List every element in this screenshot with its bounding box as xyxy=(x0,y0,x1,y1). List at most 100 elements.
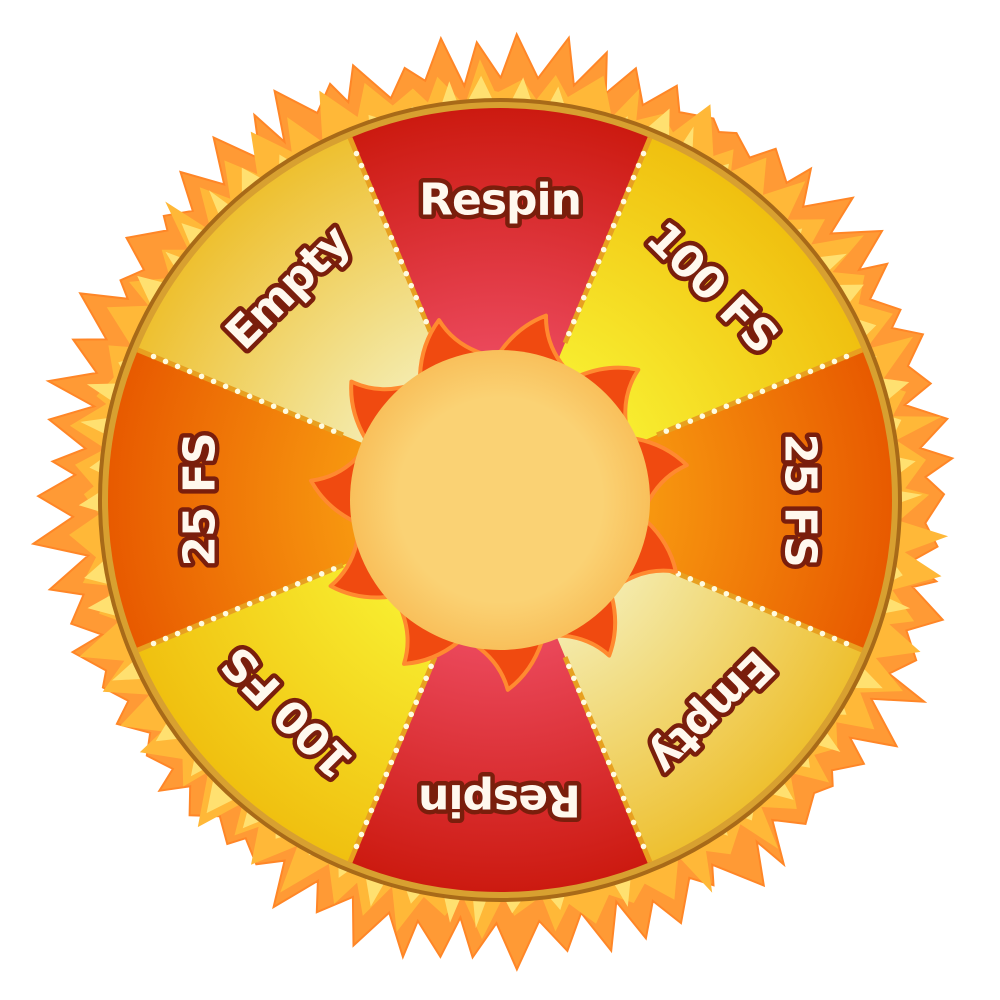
light-dot xyxy=(605,234,612,241)
light-dot xyxy=(388,234,395,241)
light-dot xyxy=(819,363,826,370)
light-dot xyxy=(625,807,632,814)
light-dot xyxy=(388,759,395,766)
light-dot xyxy=(198,620,205,627)
light-dot xyxy=(408,711,415,718)
light-dot xyxy=(306,418,313,424)
light-dot xyxy=(363,174,370,181)
light-dot xyxy=(210,378,217,385)
light-dot xyxy=(687,418,694,424)
light-dot xyxy=(428,663,434,670)
light-dot xyxy=(186,368,193,375)
light-dot xyxy=(418,687,424,694)
light-dot xyxy=(413,699,419,706)
light-dot xyxy=(174,363,181,370)
light-dot xyxy=(735,398,742,405)
light-dot xyxy=(675,423,682,429)
light-dot xyxy=(393,747,400,754)
light-dot xyxy=(413,294,419,301)
light-dot xyxy=(330,566,337,572)
center-hub[interactable] xyxy=(309,313,689,692)
light-dot xyxy=(282,585,289,592)
light-dot xyxy=(282,408,289,415)
light-dot xyxy=(198,373,205,380)
light-dot xyxy=(393,246,400,253)
light-dot xyxy=(759,388,766,395)
light-dot xyxy=(571,675,577,682)
light-dot xyxy=(383,771,390,778)
segment-label: 25 FS xyxy=(775,433,826,566)
segment-label: 25 FS xyxy=(175,433,226,566)
light-dot xyxy=(294,581,301,587)
wheel-segment xyxy=(349,500,651,892)
light-dot xyxy=(595,258,602,265)
light-dot xyxy=(615,210,622,217)
light-dot xyxy=(807,368,814,375)
light-dot xyxy=(795,620,802,627)
light-dot xyxy=(368,807,375,814)
light-dot xyxy=(403,723,410,730)
light-dot xyxy=(150,640,157,647)
light-dot xyxy=(174,630,181,637)
light-dot xyxy=(831,635,838,642)
light-dot xyxy=(610,222,617,229)
light-dot xyxy=(605,759,612,766)
wheel-segment xyxy=(500,349,892,651)
light-dot xyxy=(576,687,582,694)
light-dot xyxy=(630,174,637,181)
light-dot xyxy=(566,330,572,337)
light-dot xyxy=(711,585,718,592)
light-dot xyxy=(186,625,193,632)
light-dot xyxy=(625,186,632,193)
light-dot xyxy=(566,663,572,670)
light-dot xyxy=(635,162,642,169)
light-dot xyxy=(807,625,814,632)
light-dot xyxy=(630,819,637,826)
light-dot xyxy=(581,699,587,706)
light-dot xyxy=(711,408,718,415)
light-dot xyxy=(615,783,622,790)
light-dot xyxy=(403,270,410,277)
light-dot xyxy=(595,735,602,742)
light-dot xyxy=(418,306,424,313)
wheel-segment xyxy=(107,349,500,651)
light-dot xyxy=(620,795,627,802)
light-dot xyxy=(576,306,582,313)
light-dot xyxy=(600,246,607,253)
light-dot xyxy=(398,258,405,265)
light-dot xyxy=(423,318,429,325)
light-dot xyxy=(306,576,313,582)
light-dot xyxy=(378,210,385,217)
light-dot xyxy=(771,383,778,390)
light-dot xyxy=(373,198,380,205)
wheel-segment xyxy=(349,107,651,500)
light-dot xyxy=(368,186,375,193)
light-dot xyxy=(234,388,241,395)
light-dot xyxy=(600,747,607,754)
hub-center[interactable] xyxy=(350,350,650,650)
light-dot xyxy=(783,378,790,385)
light-dot xyxy=(353,150,360,157)
light-dot xyxy=(723,403,730,410)
light-dot xyxy=(640,150,647,157)
light-dot xyxy=(581,294,587,301)
light-dot xyxy=(620,198,627,205)
light-dot xyxy=(270,590,277,597)
light-dot xyxy=(735,595,742,602)
light-dot xyxy=(423,675,429,682)
light-dot xyxy=(373,795,380,802)
light-dot xyxy=(150,353,157,360)
light-dot xyxy=(294,413,301,419)
light-dot xyxy=(353,843,360,850)
light-dot xyxy=(363,819,370,826)
light-dot xyxy=(819,630,826,637)
light-dot xyxy=(699,581,706,587)
light-dot xyxy=(270,403,277,410)
light-dot xyxy=(358,831,365,838)
light-dot xyxy=(162,358,169,365)
light-dot xyxy=(771,610,778,617)
light-dot xyxy=(590,723,597,730)
light-dot xyxy=(378,783,385,790)
light-dot xyxy=(383,222,390,229)
